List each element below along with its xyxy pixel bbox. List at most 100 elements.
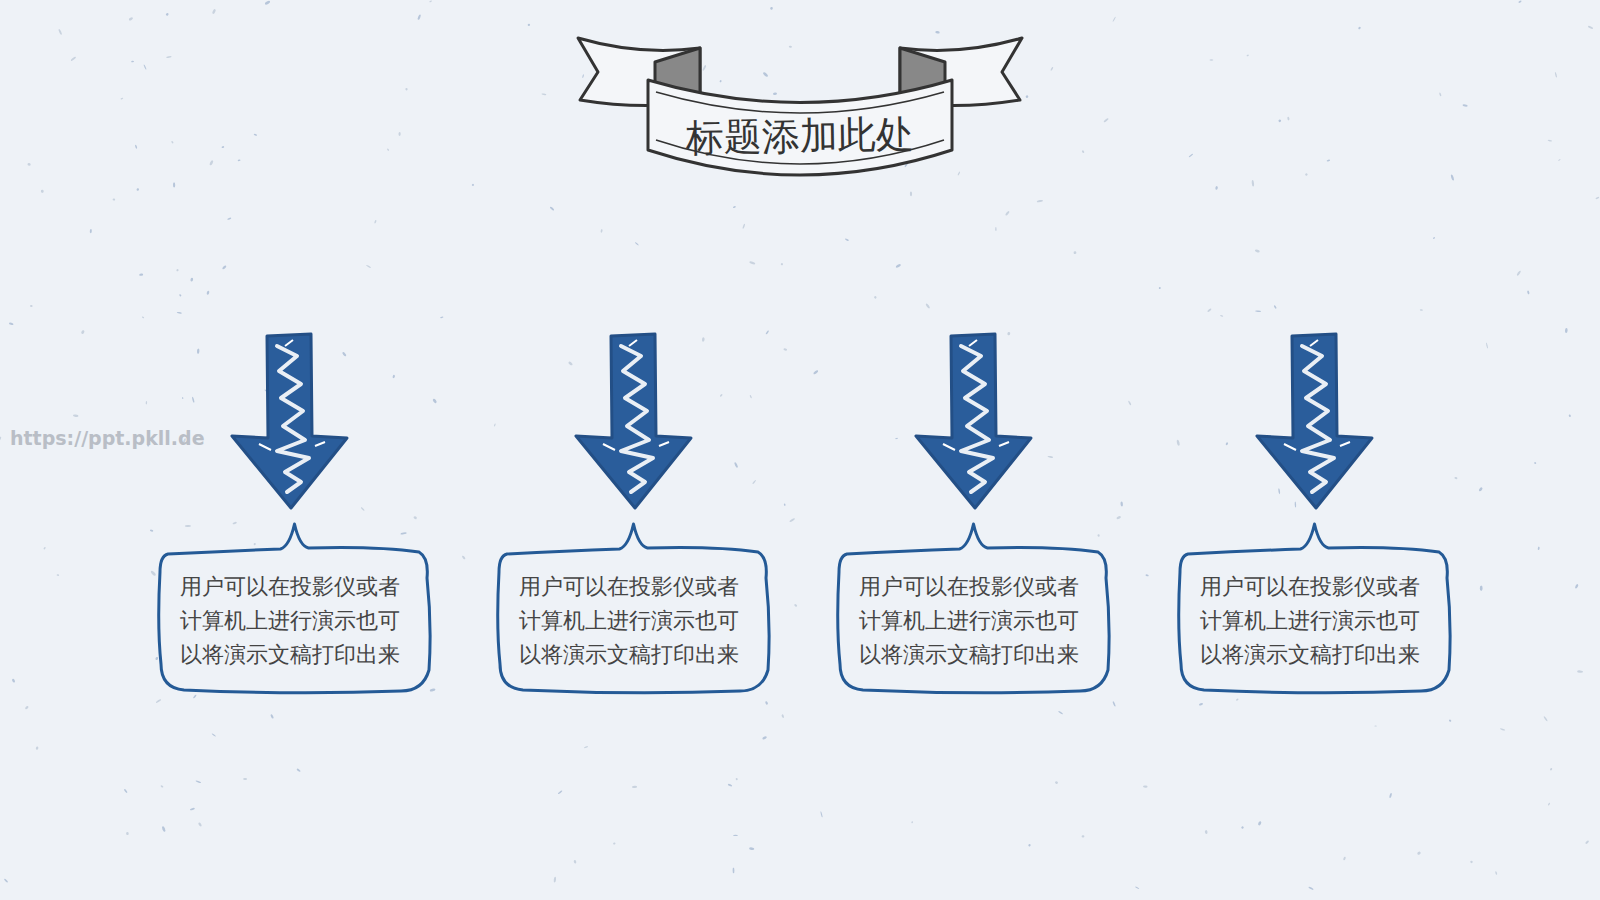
speckle xyxy=(56,574,59,576)
speckle xyxy=(702,65,707,71)
speckle xyxy=(1495,871,1498,875)
speckle xyxy=(1073,251,1076,254)
speckle xyxy=(702,337,705,342)
speckle xyxy=(361,507,365,511)
speckle xyxy=(1120,501,1123,506)
speckle xyxy=(925,303,930,309)
speckle xyxy=(124,789,128,794)
speckle xyxy=(773,92,777,95)
speckle xyxy=(155,657,159,661)
speckle xyxy=(1500,728,1506,731)
speckle xyxy=(1478,487,1483,492)
speckle xyxy=(1112,701,1116,707)
speckle xyxy=(1116,516,1121,520)
speckle xyxy=(895,438,898,440)
down-arrow xyxy=(232,334,347,508)
speckle xyxy=(1220,315,1223,317)
speckle xyxy=(573,860,576,864)
speckle xyxy=(765,330,769,335)
speckle xyxy=(1565,328,1568,333)
speckle xyxy=(781,714,784,718)
speckle xyxy=(160,785,163,788)
speckle xyxy=(198,822,202,827)
speckle xyxy=(254,133,258,136)
speckle xyxy=(613,842,616,844)
speckle xyxy=(762,736,767,740)
speckle xyxy=(1205,830,1208,834)
box-text: 用户可以在投影仪或者 计算机上进行演示也可 以将演示文稿打印出来 xyxy=(180,570,409,672)
speckle xyxy=(1550,768,1553,771)
speckle xyxy=(429,688,435,692)
speckle xyxy=(179,294,182,297)
speckle xyxy=(720,394,723,397)
speckle xyxy=(195,780,201,783)
speckle xyxy=(1112,16,1116,22)
speckle xyxy=(366,264,371,268)
speckle xyxy=(1568,414,1571,417)
speckle xyxy=(1480,585,1483,590)
speckle xyxy=(398,132,400,136)
bubble-path xyxy=(1178,524,1449,693)
bubble-path xyxy=(837,524,1108,693)
speckle xyxy=(405,88,407,91)
speckle xyxy=(749,261,756,265)
speckle xyxy=(749,847,754,850)
speckle xyxy=(1258,821,1262,826)
speckle xyxy=(417,14,421,20)
speckle xyxy=(895,263,901,268)
speckle xyxy=(1595,197,1599,200)
speckle xyxy=(568,361,573,366)
speckle xyxy=(139,273,143,276)
speckle xyxy=(413,516,417,520)
speckle xyxy=(1246,54,1249,56)
speckle xyxy=(1135,886,1139,889)
speckle xyxy=(432,398,437,404)
speckle xyxy=(541,93,546,95)
speckle xyxy=(1389,793,1392,799)
speckle xyxy=(1241,826,1244,829)
speckle xyxy=(1439,92,1442,96)
speckle xyxy=(70,56,76,61)
ribbon-title: 标题添加此处 xyxy=(600,109,1001,164)
speckle xyxy=(142,316,145,318)
speckle xyxy=(190,807,195,810)
speckle xyxy=(1210,59,1214,61)
speckle xyxy=(719,80,722,83)
speckle xyxy=(1326,159,1330,162)
speckle xyxy=(176,269,179,272)
speckle xyxy=(143,64,146,70)
speckle xyxy=(150,529,154,532)
speckle xyxy=(1273,305,1276,309)
speckle xyxy=(27,163,30,166)
speckle xyxy=(910,192,912,197)
down-arrow xyxy=(1257,334,1372,508)
speckle xyxy=(1278,119,1282,123)
speckle xyxy=(1417,851,1422,855)
speckle xyxy=(1236,698,1239,701)
speckle xyxy=(232,521,237,524)
speckle xyxy=(81,330,85,335)
speckle xyxy=(1199,702,1204,705)
speckle xyxy=(1527,290,1530,294)
speckle xyxy=(1538,546,1540,550)
speckle xyxy=(197,348,200,354)
speckle xyxy=(1025,95,1028,98)
speckle xyxy=(845,238,849,241)
down-arrow xyxy=(576,334,691,508)
speckle xyxy=(30,305,33,307)
speckle xyxy=(1287,117,1290,121)
speckle xyxy=(727,783,732,787)
speckle xyxy=(471,183,474,186)
box-text: 用户可以在投影仪或者 计算机上进行演示也可 以将演示文稿打印出来 xyxy=(1200,570,1429,672)
speckle xyxy=(1255,310,1261,312)
speckle xyxy=(1143,785,1148,787)
speckle xyxy=(1374,725,1376,726)
speckle xyxy=(1050,67,1053,71)
speckle xyxy=(387,148,390,151)
speckle xyxy=(146,401,148,405)
speckle xyxy=(165,12,169,16)
speckle xyxy=(296,768,301,772)
speech-bubble-box: 用户可以在投影仪或者 计算机上进行演示也可 以将演示文稿打印出来 xyxy=(158,522,431,694)
speckle xyxy=(41,189,44,193)
speckle xyxy=(1585,840,1590,844)
